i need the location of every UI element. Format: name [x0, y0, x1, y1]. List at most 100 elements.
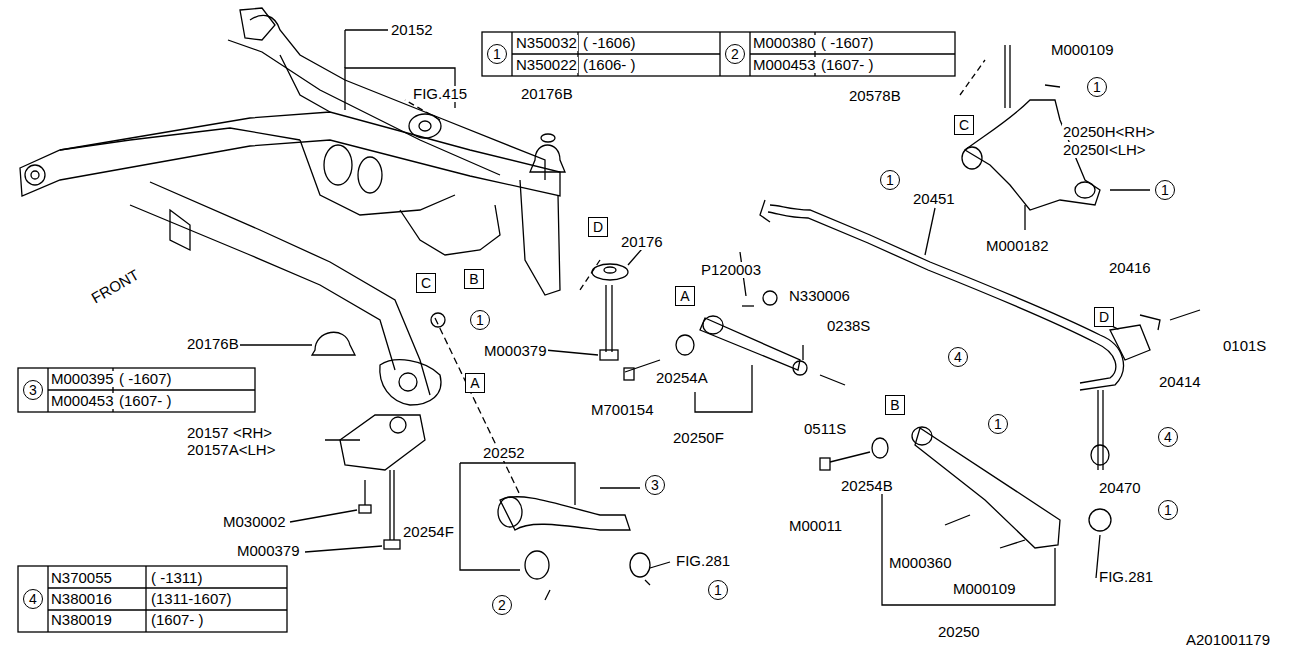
part-label: M000379 [483, 343, 548, 359]
part-label: N380016 [50, 591, 113, 607]
part-label: 20416 [1108, 260, 1152, 276]
part-label: 20157A<LH> [186, 442, 276, 458]
part-label: M000109 [952, 581, 1017, 597]
reference-letter: B [469, 272, 478, 286]
part-label: ( -1311) [150, 570, 203, 586]
part-label: M000360 [888, 555, 953, 571]
callout-number-text: 2 [731, 47, 739, 61]
part-label: (1606- ) [582, 57, 637, 73]
part-label: 20414 [1158, 374, 1202, 390]
part-label: 20254A [655, 370, 709, 386]
callout-number: 4 [1158, 427, 1178, 447]
callout-number: 1 [470, 310, 490, 330]
part-label: P120003 [700, 262, 762, 278]
part-label: 20250H<RH> [1062, 124, 1156, 140]
part-label: 20451 [912, 191, 956, 207]
part-label: M000379 [236, 543, 301, 559]
part-label: M000395 [50, 371, 115, 387]
part-label: 20250 [937, 624, 981, 640]
part-label: (1607- ) [150, 612, 205, 628]
reference-letter-box: A [675, 286, 695, 306]
part-label: ( -1607) [820, 35, 875, 51]
part-label: M00011 [788, 518, 843, 534]
reference-letter: A [470, 376, 479, 390]
arm-20250 [820, 427, 1111, 548]
callout-number-text: 4 [954, 350, 962, 364]
leader-lines [230, 30, 1120, 605]
part-label: FIG.281 [675, 553, 731, 569]
part-label: 20254B [840, 478, 894, 494]
part-label: 20250F [672, 430, 725, 446]
callout-number-text: 1 [1093, 80, 1101, 94]
callout-number-text: 1 [714, 583, 722, 597]
callout-number: 4 [23, 589, 43, 609]
part-label: N330006 [788, 288, 851, 304]
part-label: 20470 [1098, 480, 1142, 496]
callout-number: 1 [1087, 77, 1107, 97]
part-label: M000453 [50, 393, 115, 409]
callout-number-text: 1 [493, 47, 501, 61]
part-label: N350022 [515, 57, 578, 73]
callout-number-text: 3 [651, 478, 659, 492]
part-label: N380019 [50, 612, 113, 628]
part-label: (1607- ) [820, 57, 875, 73]
reference-letter-box: C [416, 273, 436, 293]
callout-number-text: 3 [29, 383, 37, 397]
part-label: M030002 [222, 514, 287, 530]
part-label: FRONT [88, 266, 142, 307]
reference-letter: A [680, 289, 689, 303]
part-label: (1607- ) [118, 393, 173, 409]
part-label: 20254F [402, 524, 455, 540]
callout-number: 1 [988, 414, 1008, 434]
callout-number: 2 [725, 44, 745, 64]
part-label: FIG.415 [412, 86, 468, 102]
reference-letter-box: C [954, 115, 974, 135]
part-label: M000109 [1050, 42, 1115, 58]
callout-number-text: 1 [1161, 183, 1169, 197]
part-label: 20152 [390, 22, 434, 38]
callout-number: 4 [948, 347, 968, 367]
callout-number: 3 [645, 475, 665, 495]
reference-letter: B [890, 398, 899, 412]
callout-number: 1 [1155, 180, 1175, 200]
part-label: 0101S [1222, 338, 1267, 354]
callout-number: 1 [880, 170, 900, 190]
callout-number-text: 4 [1164, 430, 1172, 444]
stabilizer-bar [760, 200, 1200, 470]
part-label: ( -1606) [582, 35, 637, 51]
reference-letter: D [593, 220, 603, 234]
bushing-parts [312, 114, 628, 360]
reference-letter: C [959, 118, 969, 132]
part-label: 0511S [803, 421, 847, 437]
part-label: M000182 [985, 238, 1050, 254]
callout-number-text: 1 [476, 313, 484, 327]
reference-letter-box: A [465, 373, 485, 393]
callout-number: 3 [23, 380, 43, 400]
part-label: 20252 [482, 445, 526, 461]
part-label: 20157 <RH> [186, 425, 273, 441]
part-label: 20578B [848, 88, 902, 104]
part-label: 20176B [186, 336, 240, 352]
callout-number: 1 [1158, 500, 1178, 520]
link-20250F [624, 291, 845, 385]
part-label: 20176B [520, 86, 574, 102]
reference-letter-box: D [1094, 307, 1114, 327]
part-label: N350032 [515, 35, 578, 51]
table-grid [18, 32, 955, 632]
subframe [20, 8, 560, 405]
part-label: M000453 [752, 57, 817, 73]
part-label: M700154 [590, 402, 655, 418]
callout-number-text: 4 [29, 592, 37, 606]
callout-number: 2 [492, 595, 512, 615]
part-label: A201001179 [1185, 632, 1271, 648]
part-label: ( -1607) [118, 371, 173, 387]
part-label: 20250I<LH> [1062, 142, 1147, 158]
reference-letter-box: B [885, 395, 905, 415]
callout-number-text: 1 [1164, 503, 1172, 517]
callout-number: 1 [487, 44, 507, 64]
part-label: (1311-1607) [150, 591, 233, 607]
part-label: FIG.281 [1098, 569, 1154, 585]
reference-letter: C [421, 276, 431, 290]
part-label: 20176 [620, 234, 664, 250]
